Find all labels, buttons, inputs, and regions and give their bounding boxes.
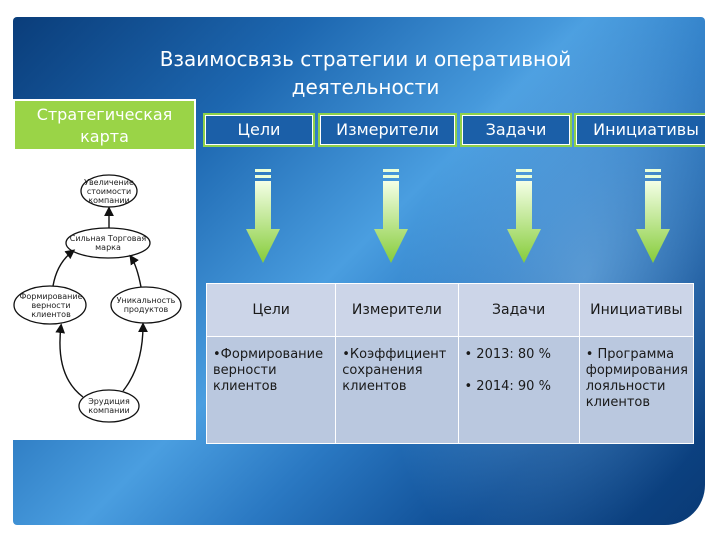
edge-erudition-to-loyalty	[55, 323, 84, 398]
table-header-goals: Цели	[205, 283, 337, 337]
table-header-row: Цели Измерители Задачи Инициативы	[205, 283, 695, 337]
table-header-initiatives: Инициативы	[578, 283, 695, 337]
edge-loyalty-to-brand	[52, 249, 76, 287]
table-header-tasks: Задачи	[457, 283, 580, 337]
arrow-down-goals	[246, 169, 280, 263]
cell-text: • Программа формирования лояльности клие…	[585, 347, 688, 410]
cell-text: •Формирование верности клиентов	[213, 347, 324, 394]
header-measures: Измерители	[320, 115, 455, 145]
node-loyalty: Формирование верности клиентов	[19, 291, 83, 319]
table-cell-measures: •Коэффициент сохранения клиентов	[335, 336, 459, 444]
table-cell-tasks: • 2013: 80 % • 2014: 90 %	[457, 336, 580, 444]
arrow-down-initiatives	[636, 169, 670, 263]
edge-erudition-to-unique	[122, 322, 148, 392]
table-row: •Формирование верности клиентов •Коэффиц…	[205, 336, 695, 444]
node-erudition: Эрудиция компании	[88, 397, 130, 415]
header-goals: Цели	[205, 115, 313, 145]
header-tasks: Задачи	[462, 115, 570, 145]
operations-table: Цели Измерители Задачи Инициативы •Форми…	[205, 283, 695, 444]
table-cell-goals: •Формирование верности клиентов	[205, 336, 337, 444]
node-ellipse-erudition	[78, 389, 140, 423]
strategic-map-diagram: Увеличение стоимости компании Сильная То…	[13, 151, 196, 440]
arrow-down-measures	[374, 169, 408, 263]
cell-text: •Коэффициент сохранения клиентов	[342, 347, 447, 394]
header-initiatives: Инициативы	[576, 115, 705, 145]
strategy-map-svg	[13, 174, 182, 423]
slide-background: Взаимосвязь стратегии и оперативной деят…	[13, 17, 705, 525]
table-header-measures: Измерители	[335, 283, 459, 337]
strategic-map-header: Стратегическая карта	[13, 99, 196, 151]
table-cell-initiatives: • Программа формирования лояльности клие…	[578, 336, 695, 444]
node-ellipse-loyalty	[13, 285, 87, 325]
node-value: Увеличение стоимости компании	[84, 177, 134, 205]
slide-title: Взаимосвязь стратегии и оперативной деят…	[159, 47, 572, 99]
edge-unique-to-brand	[129, 254, 142, 288]
node-unique: Уникальность продуктов	[116, 296, 176, 314]
cell-text: • 2014: 90 %	[464, 379, 551, 394]
cell-text: • 2013: 80 %	[464, 347, 551, 362]
node-ellipse-brand	[65, 227, 151, 259]
node-brand: Сильная Торговая марка	[69, 234, 147, 252]
arrow-down-tasks	[507, 169, 541, 263]
